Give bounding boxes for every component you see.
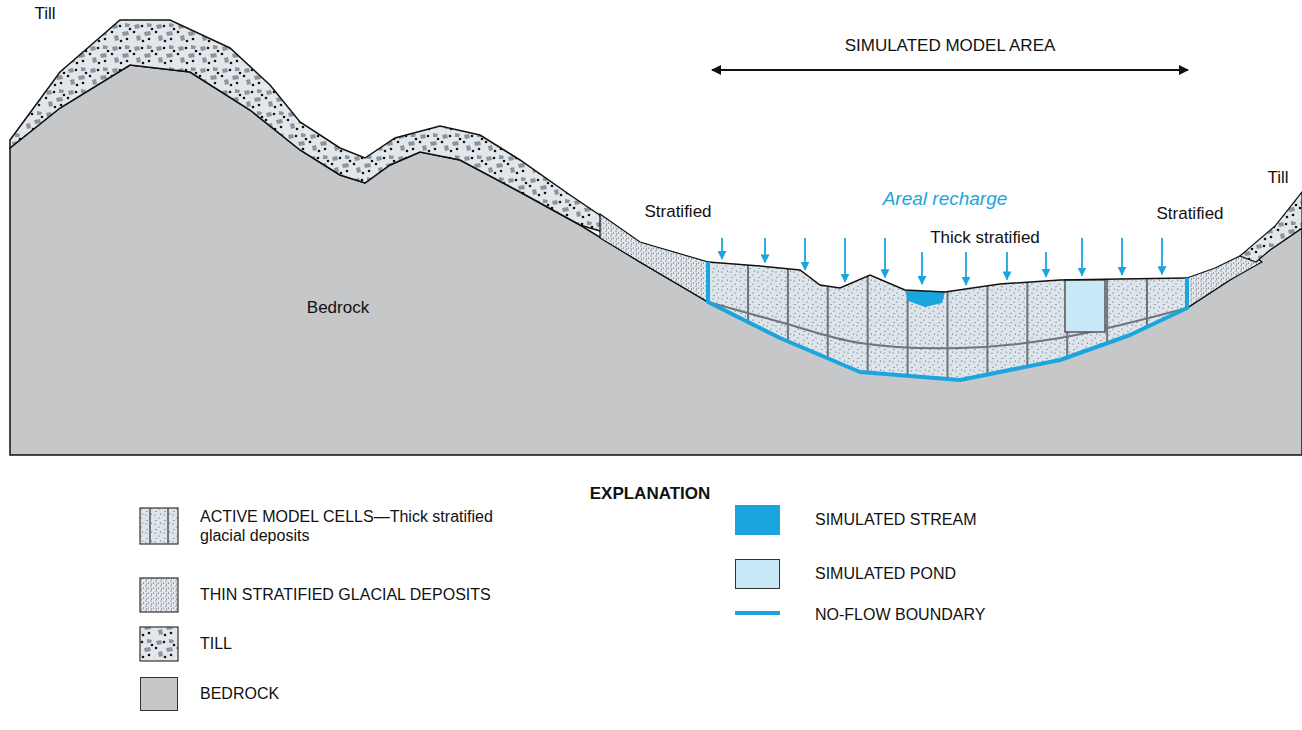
grid-line [1106, 250, 1108, 400]
legend-text: BEDROCK [200, 684, 500, 703]
extent-label: SIMULATED MODEL AREA [845, 36, 1056, 56]
recharge-arrow [884, 238, 886, 277]
recharge-arrow [1081, 238, 1083, 276]
legend-pattern-sample [140, 627, 178, 661]
extent-arrow [712, 69, 1188, 71]
bedrock [10, 65, 1302, 455]
grid-line [986, 250, 988, 400]
legend-pattern-sample [140, 508, 178, 544]
legend-samples [140, 508, 780, 661]
legend-pattern-sample [140, 578, 178, 612]
recharge-arrow [1006, 252, 1008, 280]
legend-line-sample [735, 611, 780, 615]
legend-heading: EXPLANATION [590, 484, 711, 504]
legend-text: SIMULATED STREAM [815, 510, 1115, 529]
grid-line [827, 250, 829, 400]
no-flow-boundary [708, 262, 1187, 380]
recharge-label: Areal recharge [883, 188, 1008, 210]
till-deposit [1240, 192, 1302, 262]
legend-text: NO-FLOW BOUNDARY [815, 605, 1115, 624]
grid-line [747, 250, 749, 400]
legend-text: SIMULATED POND [815, 564, 1115, 583]
recharge-arrow [965, 252, 967, 285]
grid-line [867, 250, 869, 400]
unit-label: Thick stratified [930, 228, 1040, 248]
legend-swatch [735, 559, 780, 589]
legend-swatch [735, 505, 780, 535]
recharge-arrow [721, 238, 723, 259]
land-surface [708, 262, 1187, 292]
till-deposit [10, 20, 630, 240]
recharge-arrow [844, 238, 846, 282]
unit-label: Stratified [644, 202, 711, 222]
simulated-stream [905, 290, 945, 307]
legend-grid-line [167, 508, 169, 544]
unit-label: Stratified [1156, 204, 1223, 224]
recharge-arrow [804, 238, 806, 270]
model-grid [708, 250, 1187, 400]
recharge-arrow [1161, 238, 1163, 274]
simulated-pond [1065, 280, 1105, 332]
recharge-arrow [921, 252, 923, 284]
legend-text: ACTIVE MODEL CELLS—Thick stratified glac… [200, 507, 530, 545]
grid-line [1186, 250, 1188, 400]
legend-text: TILL [200, 634, 500, 653]
unit-label: Till [34, 4, 55, 24]
grid-line [1026, 250, 1028, 400]
recharge-arrow [1121, 238, 1123, 275]
legend-text: THIN STRATIFIED GLACIAL DEPOSITS [200, 585, 600, 604]
thin-stratified-deposit [600, 214, 708, 302]
recharge-arrow [1045, 252, 1047, 277]
unit-label: Bedrock [307, 298, 369, 318]
section-drawing [10, 20, 1302, 455]
unit-label: Till [1267, 168, 1288, 188]
legend-grid-line [149, 508, 151, 544]
recharge-arrow [764, 238, 766, 263]
legend-swatch [140, 677, 178, 711]
